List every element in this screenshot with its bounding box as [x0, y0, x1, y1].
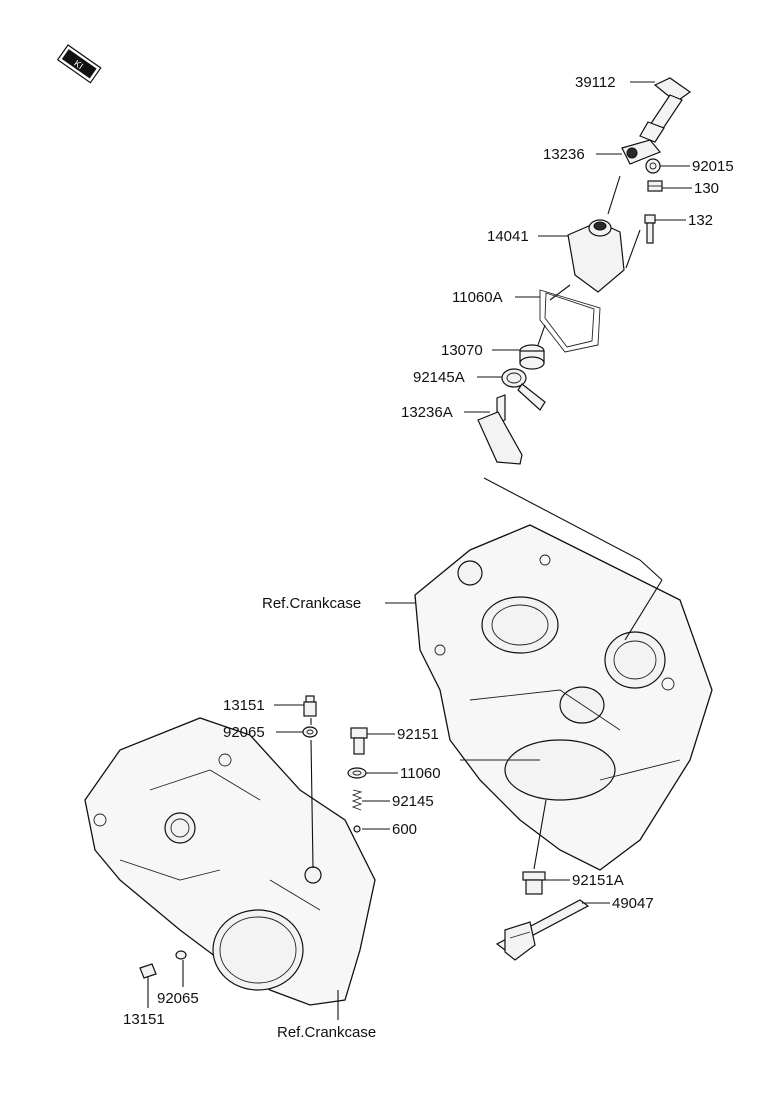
label-92145: 92145	[392, 793, 434, 810]
shift-shaft-13236A	[477, 394, 523, 465]
gasket-11060	[347, 767, 367, 779]
label-92015: 92015	[692, 158, 734, 175]
label-92151A: 92151A	[572, 872, 624, 889]
bolt-132	[644, 214, 656, 244]
label-13151-top: 13151	[223, 697, 265, 714]
plug-92151A	[522, 871, 546, 895]
label-92065-top: 92065	[223, 724, 265, 741]
label-132: 132	[688, 212, 713, 229]
oring-92065-bottom	[175, 950, 187, 960]
plug-92151	[350, 727, 368, 755]
bolt-13151-top	[303, 695, 317, 717]
label-600: 600	[392, 821, 417, 838]
shift-lever-39112	[639, 77, 692, 143]
shift-lever-13236	[621, 139, 661, 165]
label-39112: 39112	[575, 74, 616, 91]
ball-600	[353, 825, 361, 833]
label-130: 130	[694, 180, 719, 197]
label-14041: 14041	[487, 228, 529, 245]
label-ref-crankcase-upper: Ref.Crankcase	[262, 595, 361, 612]
part-labels: 39112 13236 92015 130 132 14041 11060A 1…	[123, 74, 734, 1041]
spring-92145	[351, 789, 363, 811]
bolt-130	[647, 180, 663, 192]
label-49047: 49047	[612, 895, 654, 912]
shift-fork-49047	[495, 899, 590, 961]
spring-92145A	[501, 368, 546, 411]
gasket-11060A	[539, 289, 601, 353]
oring-92065-top	[302, 726, 318, 738]
label-92145A: 92145A	[413, 369, 465, 386]
leader-lines	[147, 81, 692, 1020]
crankcase-lower	[84, 717, 376, 1006]
label-13151-bottom: 13151	[123, 1011, 165, 1028]
label-13070: 13070	[441, 342, 483, 359]
cover-14041	[567, 219, 625, 293]
label-13236: 13236	[543, 146, 585, 163]
label-11060A: 11060A	[452, 289, 503, 306]
label-11060: 11060	[400, 765, 441, 782]
label-92151: 92151	[397, 726, 439, 743]
nut-92015	[645, 158, 661, 174]
label-ref-crankcase-lower: Ref.Crankcase	[277, 1024, 376, 1041]
label-13236A: 13236A	[401, 404, 453, 421]
label-92065-bottom: 92065	[157, 990, 199, 1007]
crankcase-upper	[414, 524, 713, 871]
kawasaki-ki-logo-icon: KI	[56, 44, 102, 84]
bolt-13151-bottom	[139, 963, 157, 979]
bushing-13070	[519, 344, 545, 370]
